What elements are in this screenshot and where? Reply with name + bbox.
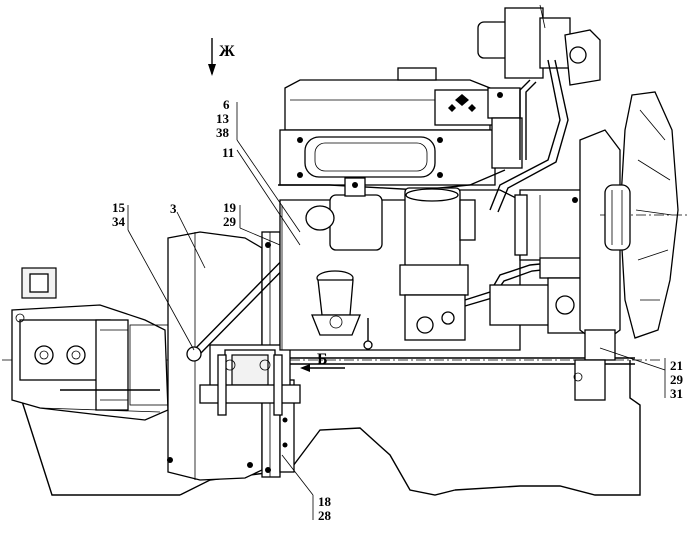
- leader-lines: [127, 102, 666, 520]
- callout-21-29-31: 21 29 31: [670, 358, 684, 401]
- callout-18: 18: [318, 494, 332, 509]
- callout-6: 6: [223, 97, 230, 112]
- callout-15-34: 15 34: [112, 200, 126, 229]
- fuel-pump-lower: [404, 261, 561, 341]
- turbocharger: [477, 4, 601, 160]
- callout-29b: 29: [670, 372, 684, 387]
- fan-belt-pulley: [604, 184, 631, 251]
- section-mark-b: Б: [300, 351, 345, 372]
- callout-18-28: 18 28: [318, 494, 332, 523]
- callout-19: 19: [223, 200, 237, 215]
- callout-3: 3: [170, 201, 177, 216]
- callout-13: 13: [216, 111, 230, 126]
- engine-mount-bracket: [199, 344, 301, 416]
- callout-3-label: 3: [170, 201, 177, 216]
- fuel-filter: [399, 187, 476, 296]
- hydraulic-pump-unit: [11, 267, 169, 421]
- section-label-b: Б: [317, 351, 328, 368]
- oil-filter: [305, 177, 383, 251]
- callout-38: 38: [216, 125, 230, 140]
- callout-31: 31: [670, 386, 683, 401]
- view-label-zh: Ж: [219, 43, 235, 60]
- oil-filler-neck: [311, 270, 373, 350]
- callout-15: 15: [112, 200, 126, 215]
- callout-6-13-38: 6 13 38: [216, 97, 230, 140]
- cylinder-head: [279, 67, 496, 186]
- view-arrow-zh: Ж: [208, 38, 235, 76]
- callout-11: 11: [222, 145, 234, 160]
- front-pulley-housing: [573, 129, 621, 401]
- callout-21: 21: [670, 358, 683, 373]
- callout-19-29: 19 29: [223, 200, 237, 229]
- callout-34: 34: [112, 214, 126, 229]
- callout-29a: 29: [223, 214, 237, 229]
- callout-28: 28: [318, 508, 332, 523]
- starter-motor: [489, 277, 584, 334]
- callout-11-label: 11: [222, 145, 234, 160]
- fuel-injection-pump: [434, 87, 523, 169]
